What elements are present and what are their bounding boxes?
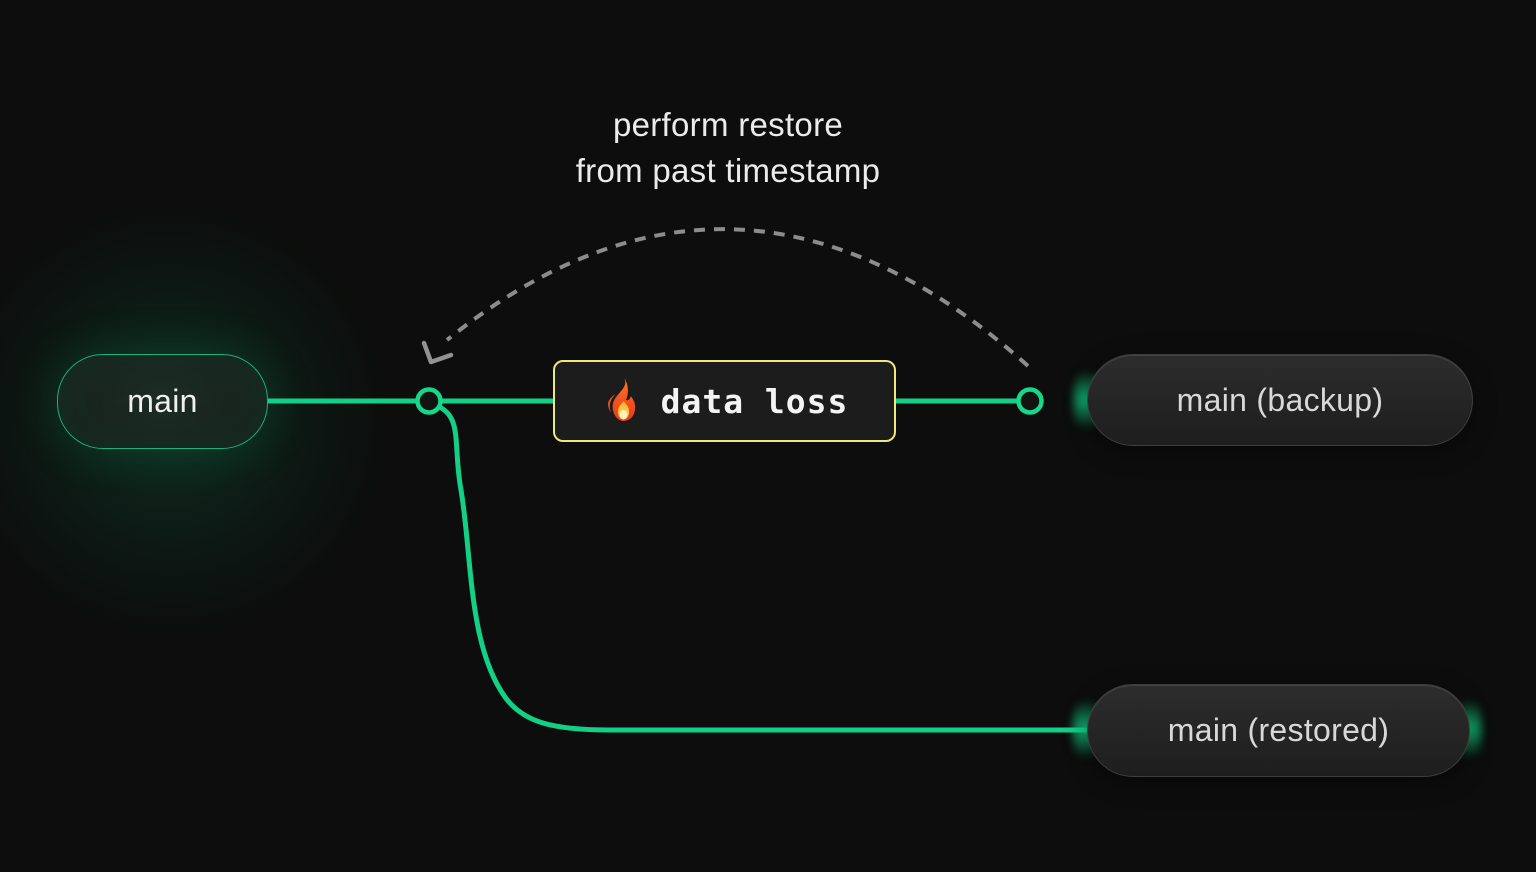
node-main-label: main [127,383,198,419]
restore-annotation-line2: from past timestamp [575,152,881,189]
node-main-restored: main (restored) [1087,684,1470,777]
node-main-backup-label: main (backup) [1176,381,1384,418]
node-main-backup: main (backup) [1087,354,1473,446]
data-loss-box: data loss [553,360,896,442]
node-main-restored-label: main (restored) [1167,712,1390,748]
data-loss-label: data loss [660,381,849,421]
branch-point-node [415,387,443,415]
arrowhead-icon [421,340,454,365]
restore-arc [445,227,1030,368]
node-main: main [57,354,268,449]
restore-annotation-line1: perform restore [612,106,844,143]
restore-annotation: perform restore from past timestamp [438,102,1018,194]
backup-point-node [1016,387,1044,415]
restored-branch-line [426,400,1091,733]
fire-icon [607,377,635,421]
